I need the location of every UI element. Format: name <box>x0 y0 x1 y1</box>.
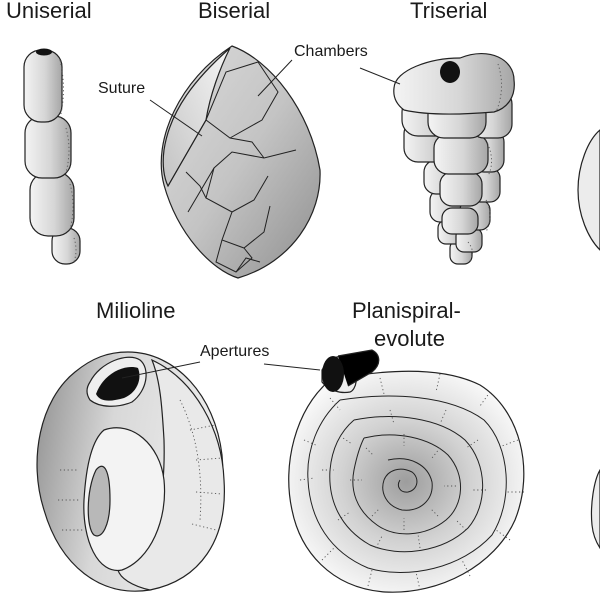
chamber <box>24 115 72 179</box>
test-outline <box>160 45 321 279</box>
title-evolute: evolute <box>374 326 445 351</box>
partial-specimen-top <box>577 129 600 251</box>
title-triserial: Triserial <box>410 0 488 23</box>
aperture <box>322 356 344 392</box>
suture-leader <box>149 99 203 137</box>
uniserial-specimen <box>23 48 81 265</box>
test-outline <box>288 370 525 593</box>
title-uniserial: Uniserial <box>6 0 92 23</box>
planispiral-specimen <box>288 349 525 593</box>
title-planispiral: Planispiral- <box>352 298 461 323</box>
label-chambers: Chambers <box>294 43 368 60</box>
apertures-leader-left <box>121 361 201 379</box>
aperture <box>36 48 52 56</box>
chamber <box>23 49 63 123</box>
chambers-leader-right <box>359 67 401 85</box>
title-biserial: Biserial <box>198 0 271 23</box>
aperture <box>440 61 460 83</box>
triserial-specimen <box>393 53 515 265</box>
apertures-leader-right <box>263 363 321 371</box>
aperture <box>96 367 140 401</box>
title-milioline: Milioline <box>96 298 176 323</box>
label-suture: Suture <box>98 80 146 97</box>
milioline-specimen <box>36 351 225 592</box>
chamber <box>29 171 75 237</box>
partial-specimen-bottom <box>590 468 600 550</box>
biserial-specimen <box>160 45 321 279</box>
chambers-leader-left <box>257 59 293 97</box>
label-apertures: Apertures <box>200 343 270 360</box>
